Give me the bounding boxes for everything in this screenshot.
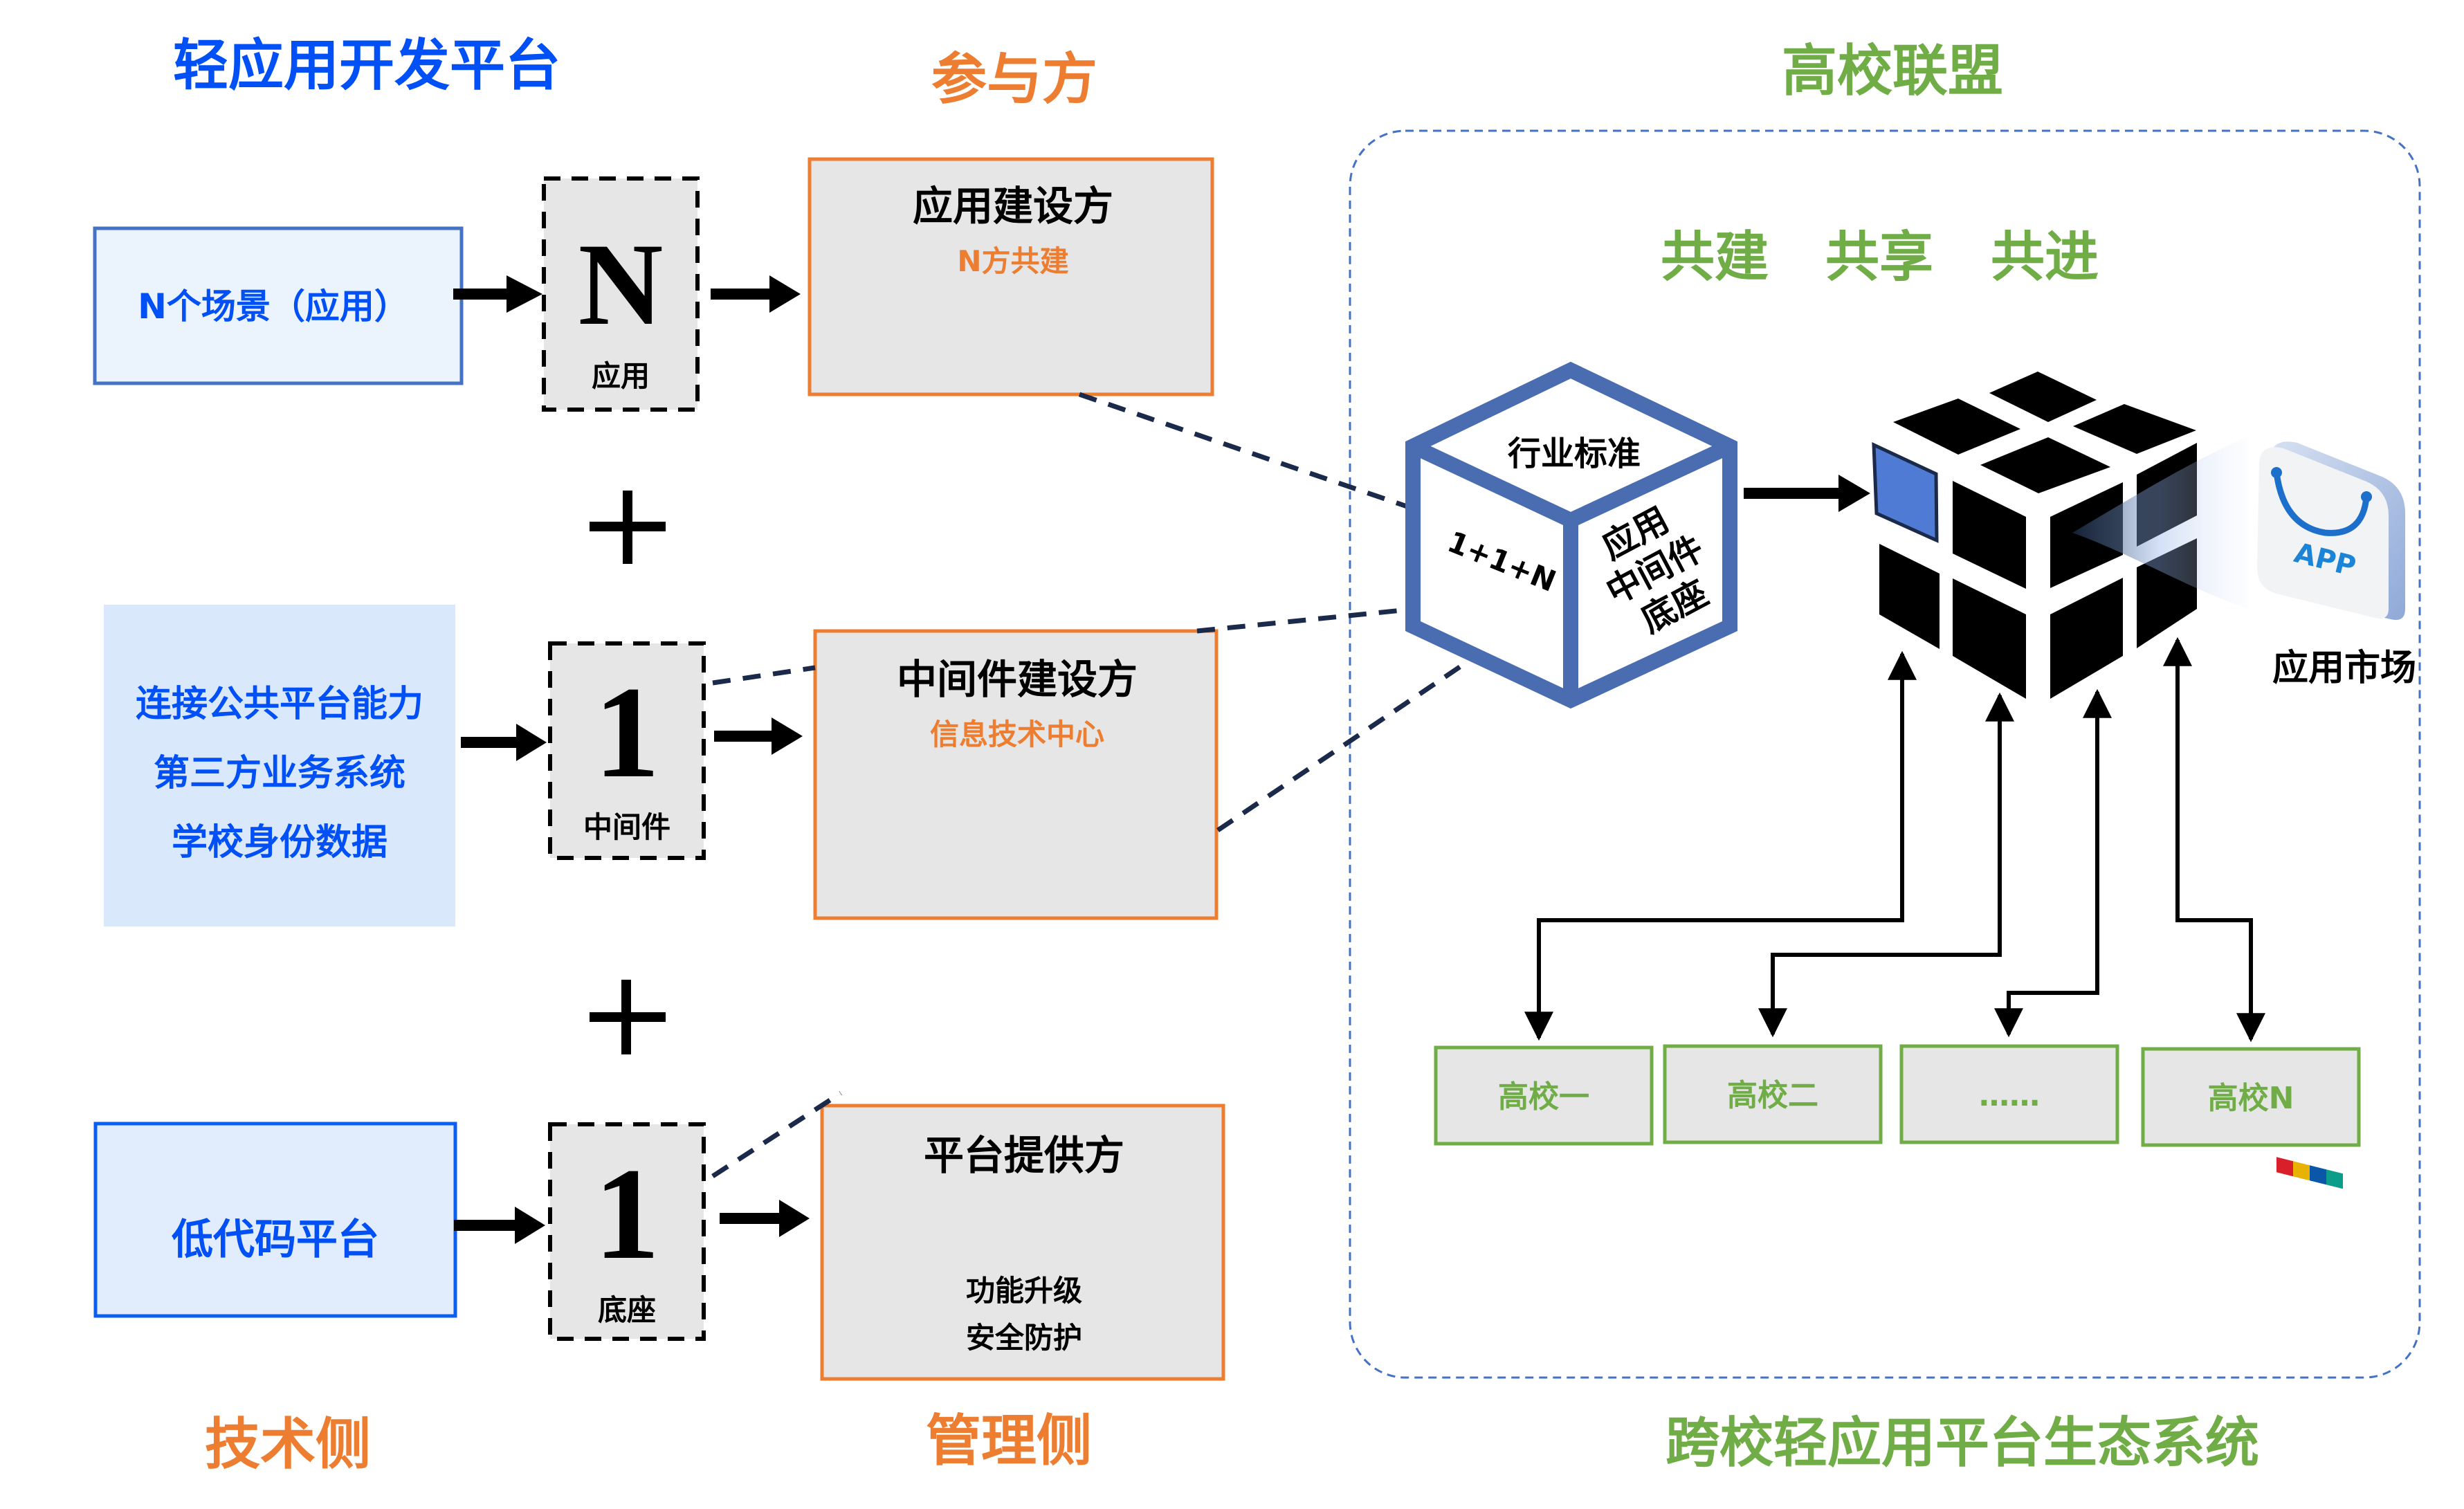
alliance-title: 高校联盟 [1782, 39, 2003, 103]
tech-side-label: 技术侧 [205, 1412, 371, 1476]
ecosystem-title: 跨校轻应用平台生态系统 [1666, 1412, 2259, 1474]
participant-app-builder[interactable]: 应用建设方 N方共建 [807, 157, 1214, 396]
arrow-capabilities-to-1 [461, 724, 547, 761]
platform-provider-detail-1: 功能升级 [966, 1274, 1082, 1308]
connector-base-box-to-provider [711, 1091, 842, 1178]
connector-college-2 [1758, 692, 2014, 1038]
rubik-cube-icon [1872, 372, 2249, 699]
plus-sign-2 [590, 980, 666, 1054]
participant-platform-provider[interactable]: 平台提供方 功能升级 安全防护 [820, 1104, 1225, 1381]
college-box-ellipsis[interactable]: …… [1899, 1044, 2119, 1144]
formula-middleware-symbol: 1 [594, 660, 660, 805]
connector-college-1 [1524, 650, 1917, 1041]
capabilities-box[interactable]: 连接公共平台能力 第三方业务系统 学校身份数据 [104, 605, 455, 926]
arrow-scenario-to-n [453, 275, 542, 313]
connector-n-box-to-builder [712, 665, 816, 686]
formula-n-apps: N 应用 [542, 176, 700, 412]
arrow-middleware-to-builder [714, 717, 803, 755]
arrow-base-to-provider [720, 1200, 810, 1237]
college-box-n[interactable]: 高校N [2141, 1047, 2361, 1147]
cube-top-label: 行业标准 [1508, 435, 1641, 473]
capability-line-2: 第三方业务系统 [154, 753, 405, 794]
formula-base-symbol: 1 [594, 1142, 660, 1287]
platform-provider-detail-2: 安全防护 [966, 1321, 1082, 1355]
management-side-label: 管理侧 [926, 1409, 1092, 1473]
arrow-lowcode-to-1 [454, 1207, 545, 1244]
formula-n-caption: 应用 [592, 359, 650, 393]
platform-title: 轻应用开发平台 [173, 33, 560, 98]
college-ellipsis-label: …… [1979, 1078, 2040, 1113]
arrow-standard-to-market [1744, 475, 1870, 512]
platform-provider-title: 平台提供方 [924, 1132, 1124, 1179]
formula-middleware-caption: 中间件 [583, 810, 670, 844]
app-builder-subtitle: N方共建 [957, 244, 1068, 278]
arrow-n-to-app-builder [711, 275, 801, 313]
formula-n-symbol: N [578, 219, 664, 349]
app-builder-title: 应用建设方 [913, 183, 1113, 230]
slogan-co-progress: 共进 [1991, 226, 2099, 289]
middleware-builder-title: 中间件建设方 [897, 656, 1138, 703]
participants-title: 参与方 [931, 47, 1097, 111]
college-1-label: 高校一 [1498, 1079, 1589, 1115]
capability-line-3: 学校身份数据 [172, 822, 387, 863]
college-n-label: 高校N [2208, 1081, 2294, 1116]
scenario-label: N个场景（应用） [138, 286, 409, 327]
app-market-label: 应用市场 [2272, 648, 2416, 689]
app-market-icon[interactable]: APP [2257, 441, 2405, 1189]
college-connectors [1524, 637, 2265, 1043]
formula-1-middleware: 1 中间件 [548, 641, 706, 860]
college-2-label: 高校二 [1727, 1078, 1818, 1113]
alliance-container [1349, 129, 2421, 1379]
low-code-box[interactable]: 低代码平台 [93, 1122, 457, 1318]
connector-college-3 [1994, 688, 2112, 1038]
college-box-2[interactable]: 高校二 [1663, 1044, 1883, 1144]
scenario-box[interactable]: N个场景（应用） [93, 226, 464, 385]
app-stripe-blue [2310, 1165, 2326, 1185]
formula-base-caption: 底座 [598, 1293, 656, 1327]
formula-1-base: 1 底座 [548, 1122, 706, 1341]
participant-middleware-builder[interactable]: 中间件建设方 信息技术中心 [813, 629, 1219, 920]
low-code-label: 低代码平台 [172, 1216, 379, 1264]
capability-line-1: 连接公共平台能力 [136, 684, 423, 725]
app-stripe-yellow [2293, 1161, 2310, 1181]
middleware-builder-subtitle: 信息技术中心 [930, 717, 1104, 751]
app-stripe-red [2276, 1157, 2293, 1177]
slogan-co-share: 共享 [1825, 226, 1933, 289]
standard-cube: 行业标准 1+1+N 应用 中间件 底座 [1405, 361, 1737, 709]
slogan-co-build: 共建 [1661, 226, 1769, 289]
alliance-slogans: 共建 共享 共进 [1661, 226, 2099, 289]
connector-college-4 [2163, 637, 2265, 1043]
college-box-1[interactable]: 高校一 [1434, 1045, 1654, 1146]
app-stripe-green [2326, 1169, 2343, 1189]
plus-sign-1 [590, 491, 666, 564]
